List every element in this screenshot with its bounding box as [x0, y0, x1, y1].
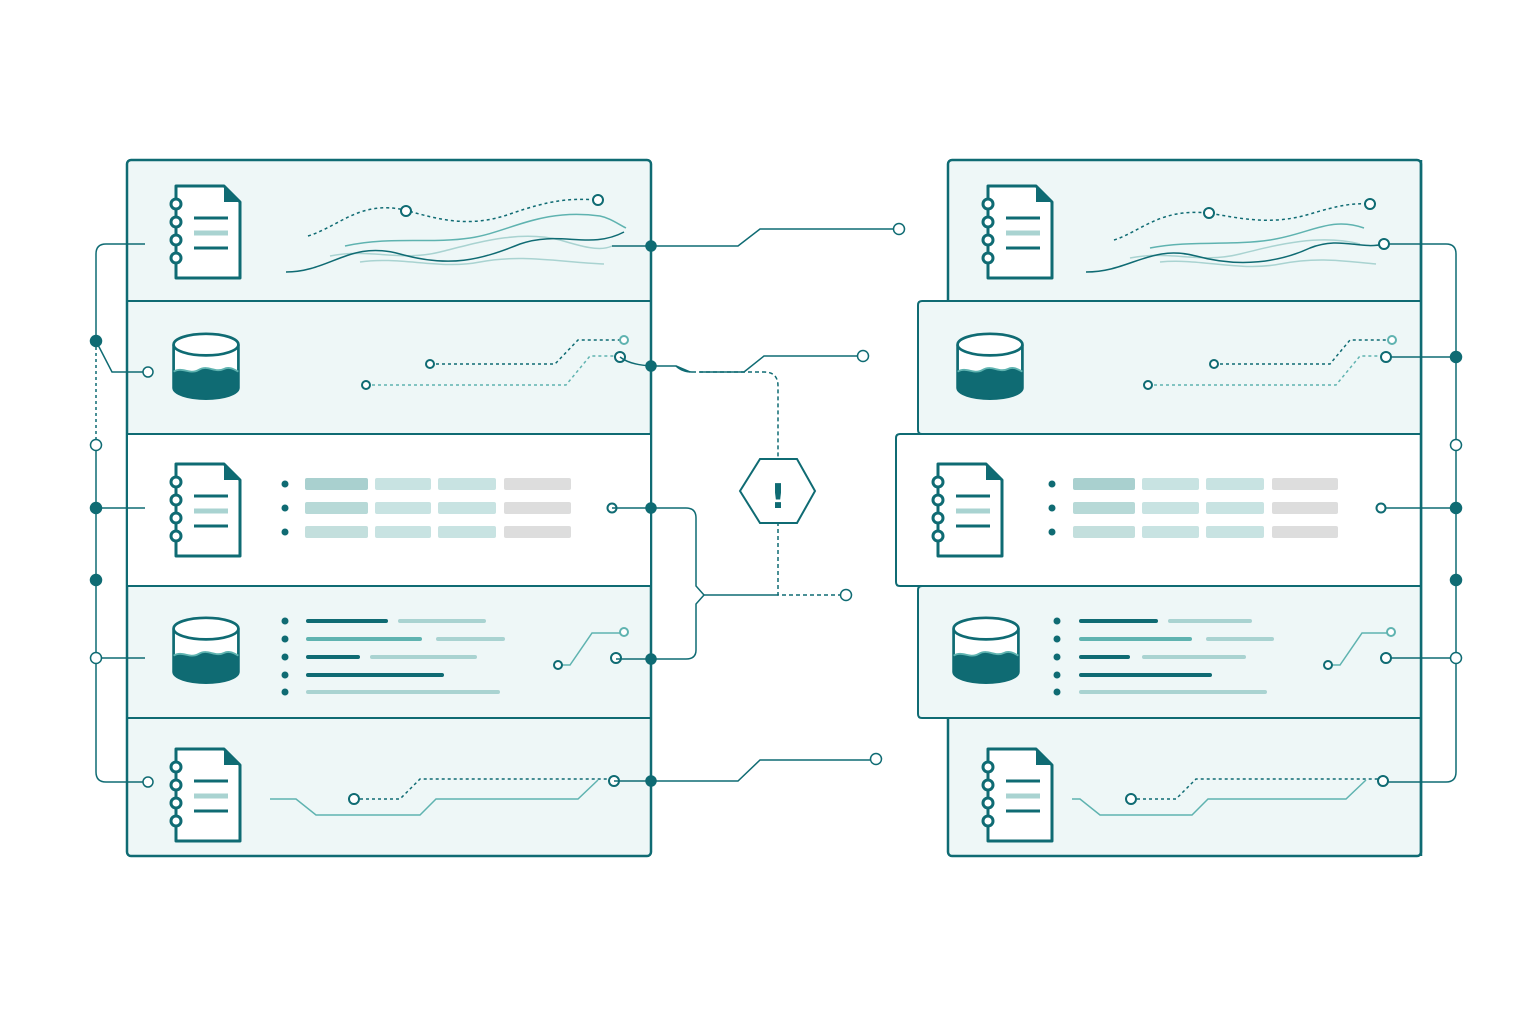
right-connector-bus — [1386, 243, 1463, 783]
trace-lines — [1072, 775, 1389, 816]
wave-lines — [1085, 198, 1390, 273]
data-table — [1048, 478, 1387, 538]
document-icon — [171, 186, 240, 278]
document-icon — [171, 464, 240, 556]
warning-mark: ! — [770, 477, 786, 517]
right-panel — [895, 158, 1423, 858]
trace-lines — [361, 335, 629, 390]
trace-lines — [270, 775, 620, 816]
right-row-4-offset — [917, 585, 1421, 719]
trace-lines — [1143, 335, 1397, 390]
data-table — [281, 478, 618, 538]
document-icon — [933, 464, 1002, 556]
center-connectors — [612, 222, 906, 787]
database-icon — [952, 616, 1020, 684]
left-panel — [125, 158, 653, 858]
warning-hexagon-icon: ! — [738, 458, 817, 524]
list-lines — [1053, 617, 1396, 696]
database-icon — [956, 332, 1024, 400]
list-lines — [281, 617, 629, 696]
left-connector-bus — [89, 243, 154, 788]
document-icon — [983, 749, 1052, 841]
database-icon — [172, 332, 240, 400]
wave-lines — [285, 194, 627, 273]
document-icon — [171, 749, 240, 841]
database-icon — [172, 616, 240, 684]
document-icon — [983, 186, 1052, 278]
